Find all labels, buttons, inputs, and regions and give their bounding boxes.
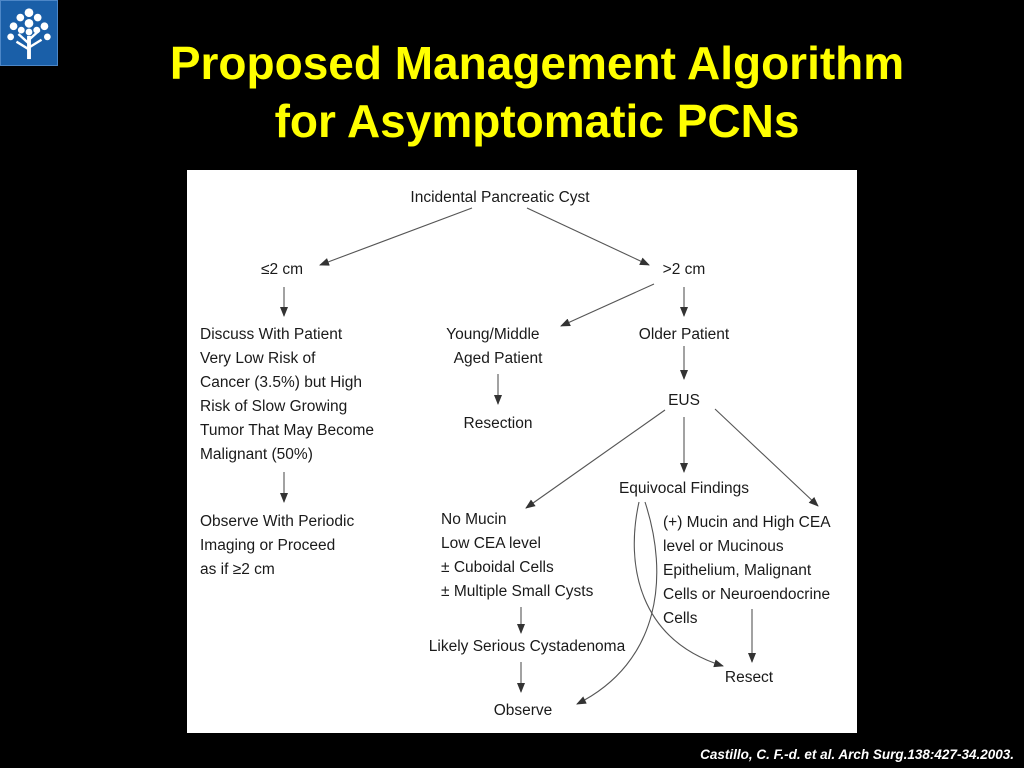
node-mucin-high-cea: (+) Mucin and High CEA level or Mucinous… — [663, 514, 834, 627]
node-eus: EUS — [668, 392, 700, 409]
arrow-equivocal-to-resect — [633, 501, 724, 668]
node-older-patient: Older Patient — [639, 326, 730, 343]
node-serous-cystadenoma: Likely Serious Cystadenoma — [429, 638, 626, 655]
citation: Castillo, C. F.-d. et al. Arch Surg.138:… — [700, 747, 1014, 762]
arrow-eus-to-no-mucin — [525, 409, 666, 509]
logo — [0, 0, 58, 66]
slide-title: Proposed Management Algorithm for Asympt… — [50, 34, 1024, 150]
title-line-1: Proposed Management Algorithm — [169, 37, 905, 89]
title-line-2: for Asymptomatic PCNs — [274, 95, 800, 147]
node-discuss-with-patient: Discuss With Patient Very Low Risk of Ca… — [200, 326, 378, 463]
node-resection: Resection — [464, 415, 533, 432]
node-observe-periodic: Observe With Periodic Imaging or Proceed… — [200, 513, 359, 578]
arrow-eus-to-mucin — [714, 408, 819, 507]
arrow-root-to-large — [526, 207, 650, 266]
node-no-mucin: No Mucin Low CEA level ± Cuboidal Cells … — [441, 511, 594, 600]
node-observe: Observe — [494, 702, 553, 719]
node-resect: Resect — [725, 669, 774, 686]
flowchart: Incidental Pancreatic Cyst ≤2 cm >2 cm D… — [200, 189, 834, 719]
arrow-equivocal-to-observe — [576, 501, 658, 705]
algorithm-figure: Incidental Pancreatic Cyst ≤2 cm >2 cm D… — [187, 170, 857, 733]
arrow-root-to-small — [319, 207, 473, 266]
tree-icon — [7, 8, 51, 60]
node-young-middle-aged: Young/Middle Aged Patient — [446, 326, 544, 367]
node-large-cyst: >2 cm — [663, 261, 706, 278]
node-root: Incidental Pancreatic Cyst — [410, 189, 590, 206]
arrow-large-to-young — [560, 283, 655, 327]
node-small-cyst: ≤2 cm — [261, 261, 303, 278]
node-equivocal-findings: Equivocal Findings — [619, 480, 749, 497]
